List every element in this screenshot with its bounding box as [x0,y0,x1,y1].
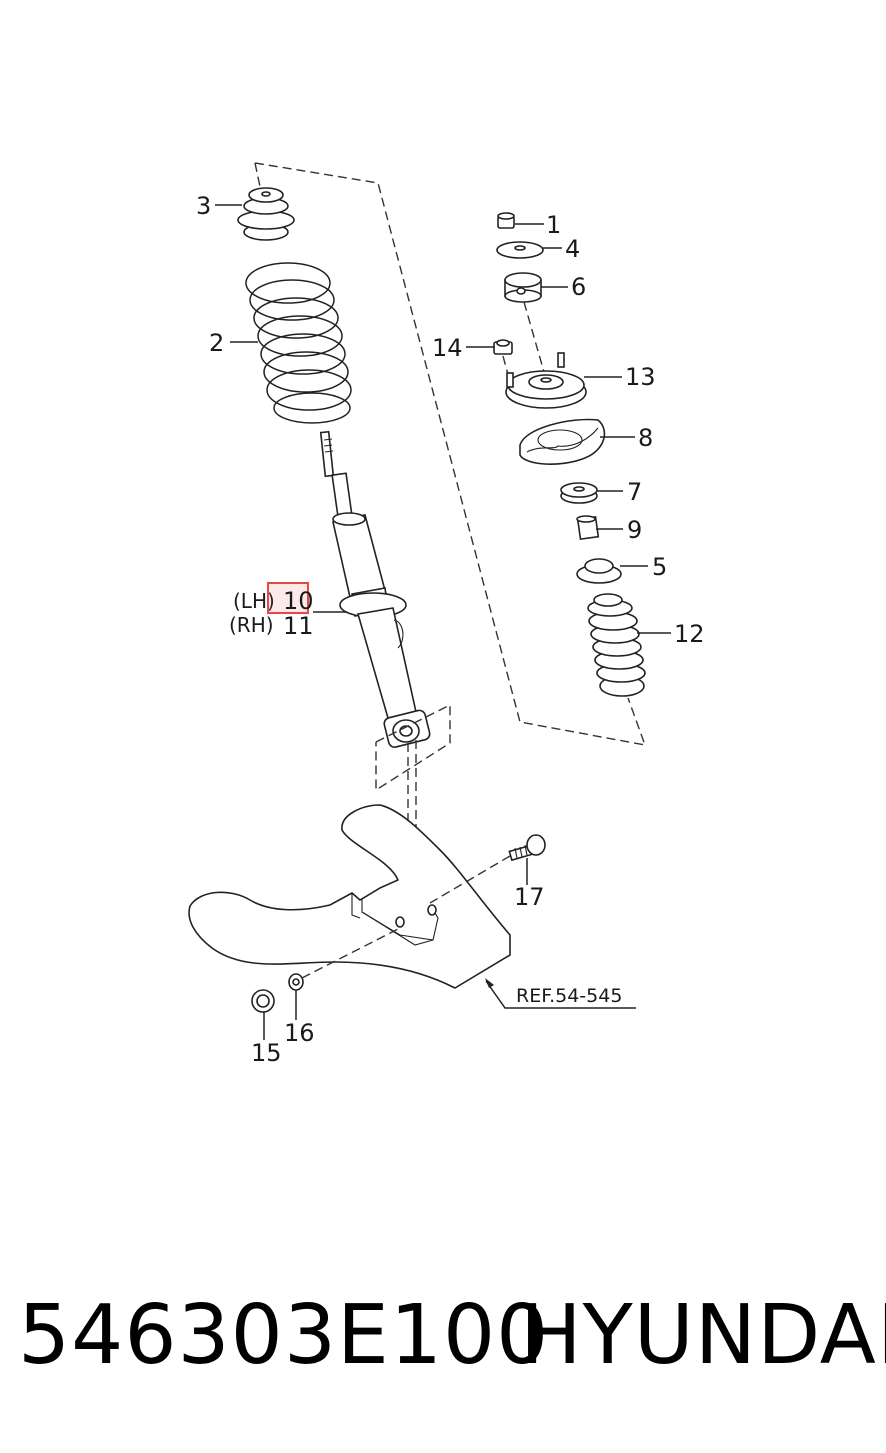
leader-ref-arrow [485,978,494,988]
dust-boot-part [587,593,646,697]
callout-9: 9 [627,516,642,544]
part-number-caption: 546303E100 [18,1288,550,1383]
washer-part [496,241,544,259]
bumper-cap-part [576,558,622,584]
callout-14: 14 [432,334,463,362]
top-nut-part [497,212,515,229]
lock-nut-part [251,989,275,1013]
callout-3: 3 [196,192,211,220]
upper-bushing-part [504,272,545,373]
reference-label: REF.54-545 [516,985,622,1007]
callout-4: 4 [565,235,580,263]
leader-ref [485,980,636,1009]
spacer-part [576,515,600,541]
spring-seat-part [519,418,606,465]
callout-16: 16 [284,1019,315,1047]
strut-mount-part [505,352,587,409]
shock-absorber-part [319,430,431,748]
callout-13: 13 [625,363,656,391]
callout-7: 7 [627,478,642,506]
callout-2: 2 [209,329,224,357]
callout-15: 15 [251,1039,282,1067]
mount-dashed-box [375,703,451,792]
callout-11: 11 [283,612,314,640]
brand-caption: HYUNDAI [520,1288,886,1383]
bump-stopper-part [237,187,295,241]
coil-spring-part [245,262,352,424]
callout-10: 10 [283,587,314,615]
side-label-rh: (RH) [229,613,274,637]
callout-12: 12 [674,620,705,648]
callout-5: 5 [652,553,667,581]
callout-6: 6 [571,273,586,301]
lower-arm-part [188,804,511,989]
callout-17: 17 [514,883,545,911]
highlight-fill-10 [268,583,308,613]
callout-1: 1 [546,211,561,239]
highlight-box-10 [267,582,309,614]
callout-8: 8 [638,424,653,452]
bolt-part [429,834,546,904]
dust-cover-ring-part [560,482,598,504]
